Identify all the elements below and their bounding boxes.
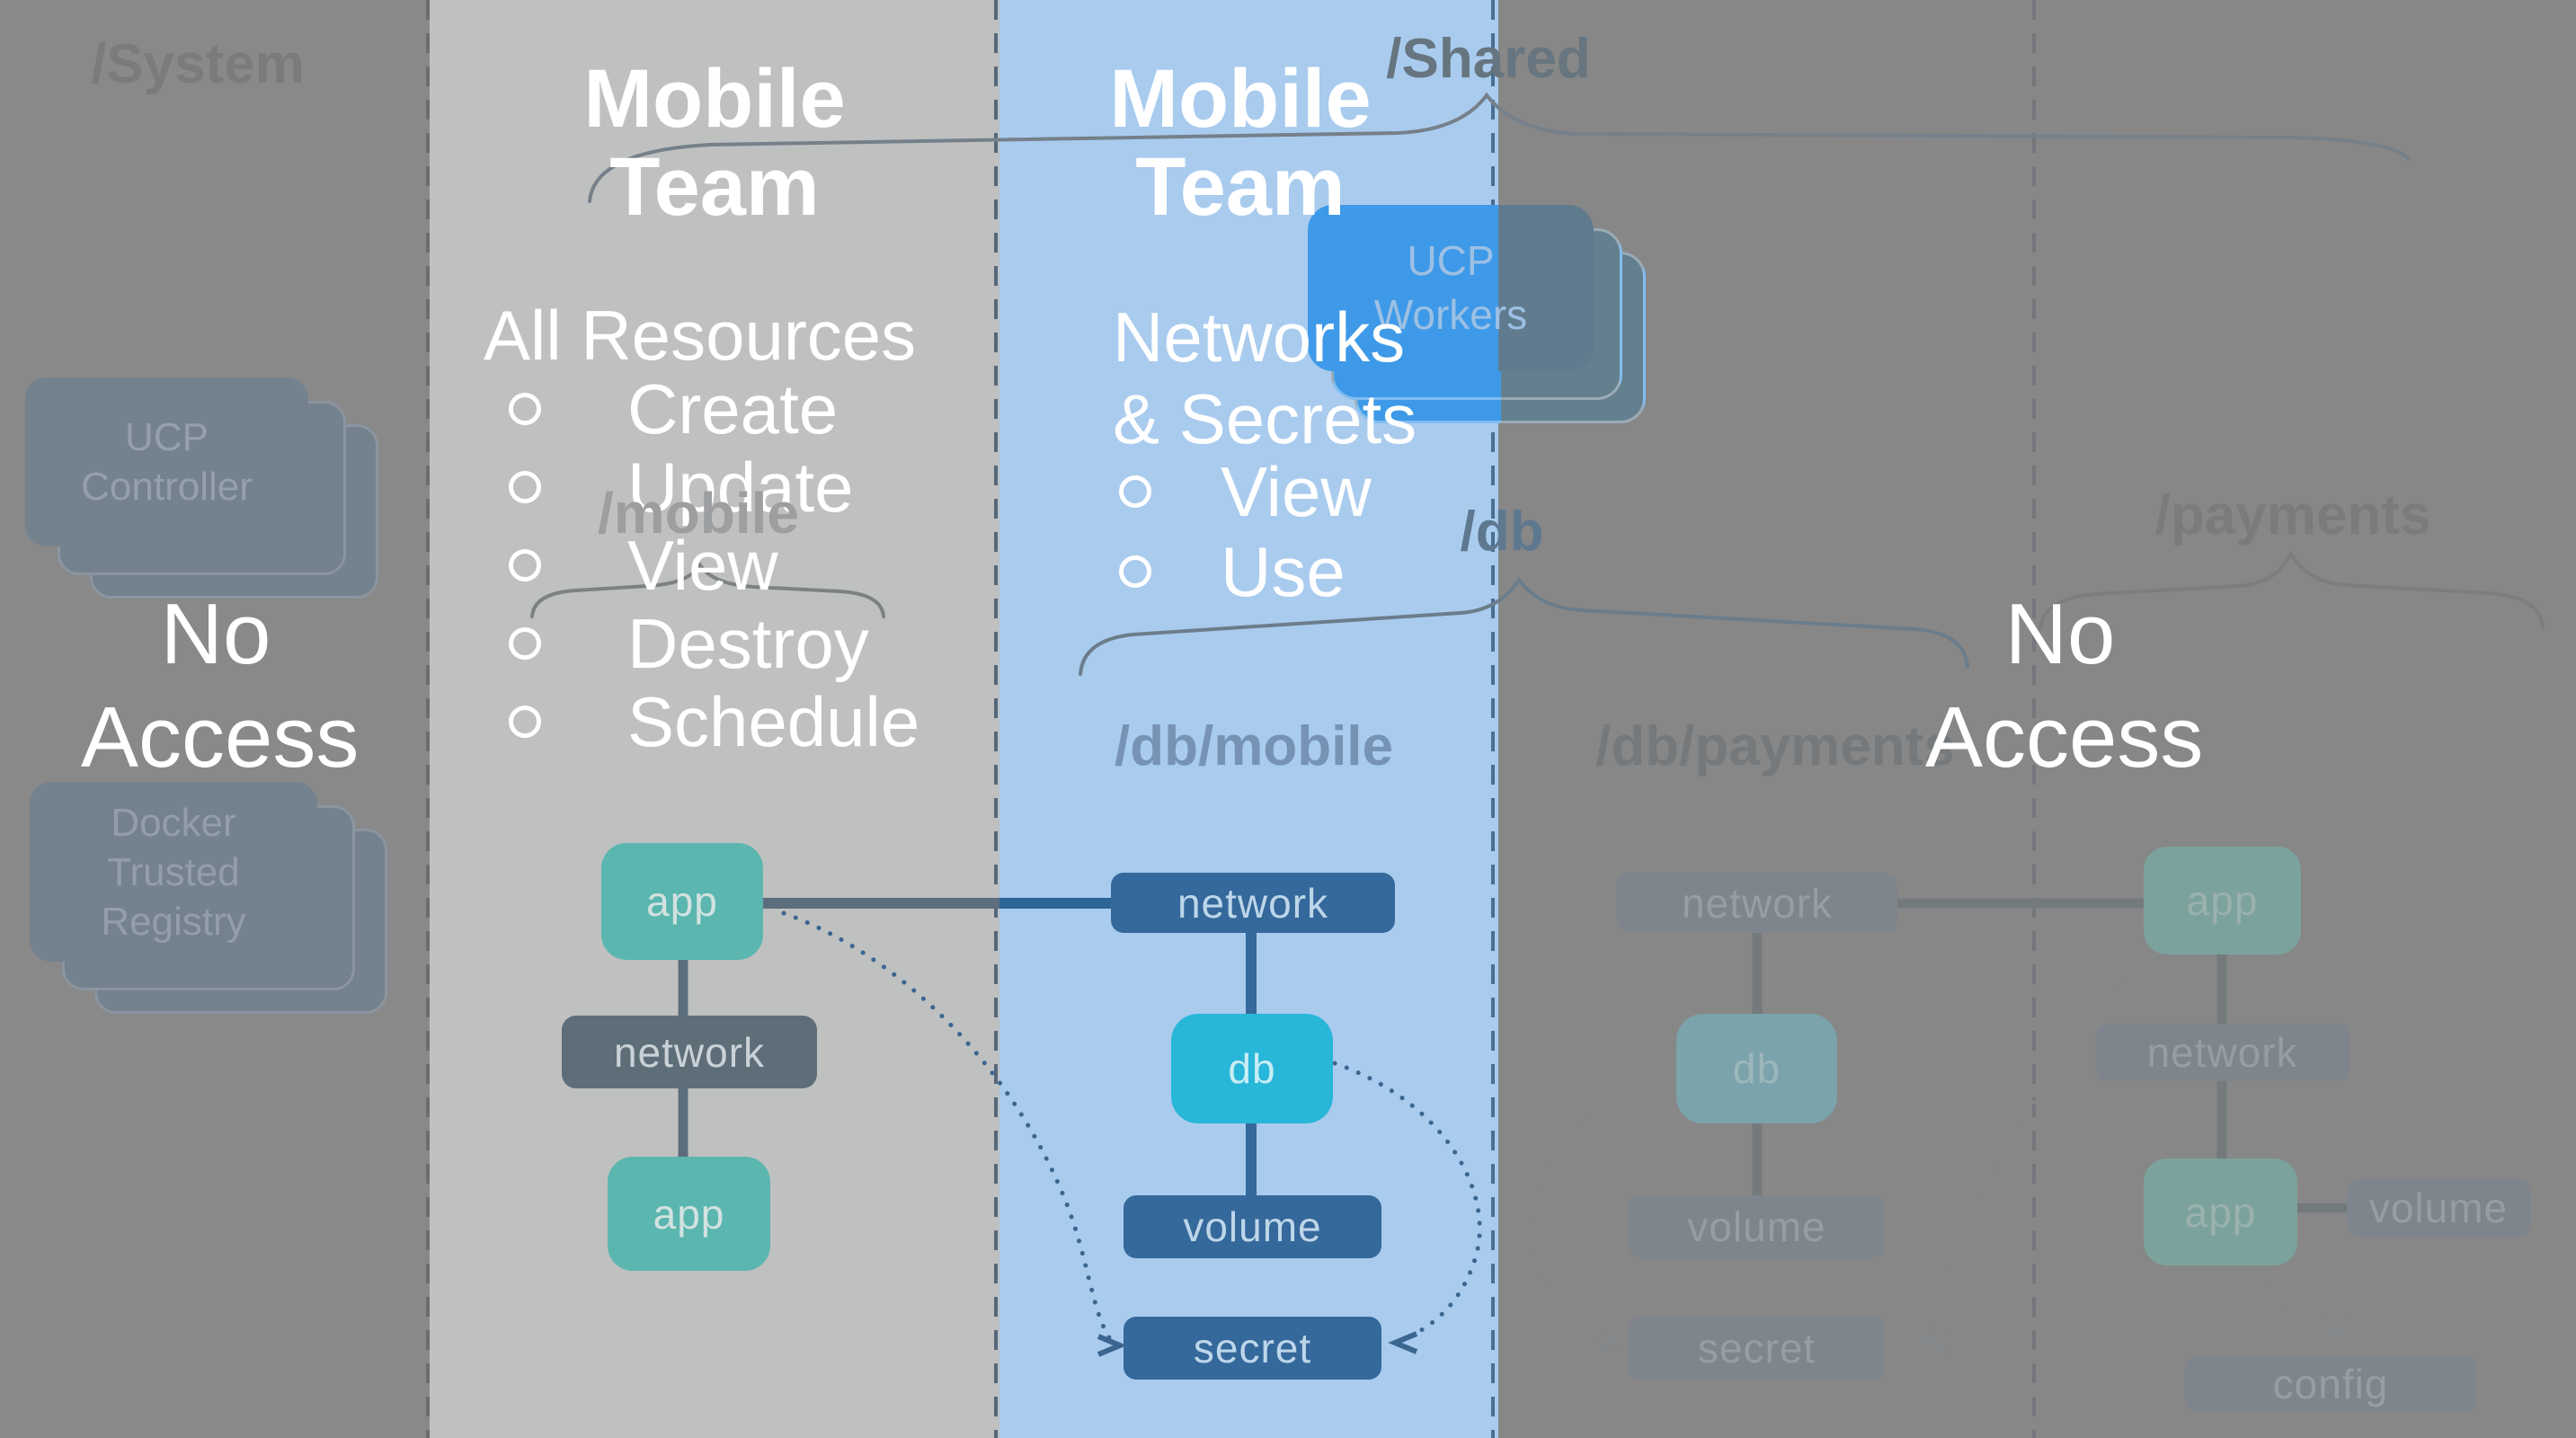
- bullet-circle-icon: [1119, 475, 1151, 508]
- node-label: app: [646, 878, 718, 925]
- node-label: network: [613, 1028, 766, 1076]
- ucp-controller-box: UCP Controller: [25, 377, 308, 546]
- ucp-workers-box: UCP Workers: [1308, 205, 1594, 371]
- node-label: volume: [2368, 1185, 2509, 1231]
- node-network: network: [562, 1016, 817, 1088]
- node-label: app: [2184, 1188, 2257, 1236]
- node-label: config: [2272, 1361, 2389, 1407]
- brace-payments: [2039, 549, 2545, 631]
- permission-label: Update: [627, 447, 854, 527]
- no-access-right: No Access: [1925, 586, 2204, 786]
- no-access-left: No Access: [81, 586, 360, 786]
- divider-dbpayments-payments: [2032, 0, 2036, 1438]
- panel-system: [0, 0, 430, 1438]
- all-resources-heading: All Resources: [484, 296, 917, 375]
- node-label: db: [1732, 1045, 1781, 1092]
- node-network-muted: network: [1617, 873, 1897, 933]
- node-db: db: [1171, 1014, 1333, 1123]
- permission-label: View: [627, 525, 778, 605]
- node-label: network: [2146, 1029, 2298, 1076]
- node-db-muted: db: [1676, 1014, 1837, 1123]
- bullet-circle-icon: [509, 706, 541, 738]
- brace-db: [1079, 576, 1969, 676]
- node-label: volume: [1183, 1203, 1322, 1250]
- divider-mobile-db: [994, 0, 998, 1438]
- bullet-circle-icon: [509, 471, 541, 503]
- node-label: db: [1228, 1045, 1276, 1092]
- permission-label: Schedule: [627, 681, 920, 761]
- node-network: network: [1111, 873, 1395, 933]
- node-app: app: [608, 1157, 770, 1271]
- label-system-collection: /System: [91, 33, 305, 95]
- node-volume: volume: [1124, 1195, 1381, 1258]
- brace-shared: [588, 92, 2411, 203]
- bullet-circle-icon: [509, 627, 541, 660]
- permission-label: Use: [1221, 531, 1346, 611]
- mobile-team-heading-limited: Mobile Team: [1109, 53, 1372, 233]
- node-volume-muted: volume: [1629, 1195, 1885, 1258]
- bullet-circle-icon: [509, 549, 541, 581]
- node-app-muted: app: [2144, 1158, 2297, 1265]
- dtr-label: Docker Trusted Registry: [101, 800, 246, 944]
- node-label: secret: [1697, 1325, 1817, 1371]
- node-app-muted: app: [2144, 847, 2301, 954]
- node-label: network: [1681, 879, 1834, 927]
- permission-label: Destroy: [627, 603, 869, 683]
- mobile-team-heading-full: Mobile Team: [583, 53, 846, 233]
- node-app: app: [601, 843, 763, 960]
- node-config-muted: config: [2185, 1355, 2476, 1413]
- node-label: secret: [1193, 1325, 1312, 1371]
- dtr-box: Docker Trusted Registry: [30, 782, 317, 962]
- brace-mobile: [530, 562, 885, 618]
- node-label: app: [653, 1190, 725, 1238]
- permission-row: Update: [509, 447, 854, 527]
- node-volume-muted: volume: [2347, 1178, 2530, 1238]
- permission-row: Destroy: [509, 603, 869, 683]
- label-payments-collection: /payments: [2154, 484, 2431, 546]
- dotted-app-to-secret: [781, 910, 1115, 1345]
- divider-system-mobile: [426, 0, 430, 1438]
- label-mobile-collection: /mobile: [597, 481, 800, 546]
- dotted-app-to-secret-payments: [1926, 954, 2158, 1342]
- dotted-db-to-secret: [1332, 1061, 1482, 1344]
- label-db-payments-collection: /db/payments: [1595, 715, 1955, 777]
- node-label: app: [2186, 877, 2259, 924]
- node-label: network: [1177, 879, 1329, 927]
- node-secret: secret: [1124, 1317, 1381, 1380]
- label-db-mobile-collection: /db/mobile: [1115, 715, 1393, 777]
- node-secret-muted: secret: [1629, 1317, 1885, 1380]
- dotted-app-to-config: [2246, 1265, 2332, 1336]
- divider-db-payments: [1491, 0, 1495, 1438]
- permission-row: View: [1119, 451, 1372, 531]
- node-network-muted: network: [2095, 1024, 2349, 1081]
- label-shared-collection: /Shared: [1386, 28, 1591, 90]
- permission-row: View: [509, 525, 778, 605]
- permission-row: Use: [1119, 531, 1346, 611]
- label-db-collection: /db: [1460, 501, 1544, 563]
- node-label: volume: [1687, 1203, 1826, 1250]
- ucp-workers-label: UCP Workers: [1373, 236, 1528, 338]
- ucp-controller-label: UCP Controller: [81, 415, 253, 509]
- permission-row: Schedule: [509, 681, 920, 761]
- bullet-circle-icon: [509, 393, 541, 425]
- bullet-circle-icon: [1119, 555, 1151, 588]
- permission-row: Create: [509, 368, 839, 448]
- permission-label: View: [1221, 451, 1372, 531]
- permission-label: Create: [627, 368, 839, 448]
- networks-secrets-heading: Networks & Secrets: [1113, 297, 1417, 459]
